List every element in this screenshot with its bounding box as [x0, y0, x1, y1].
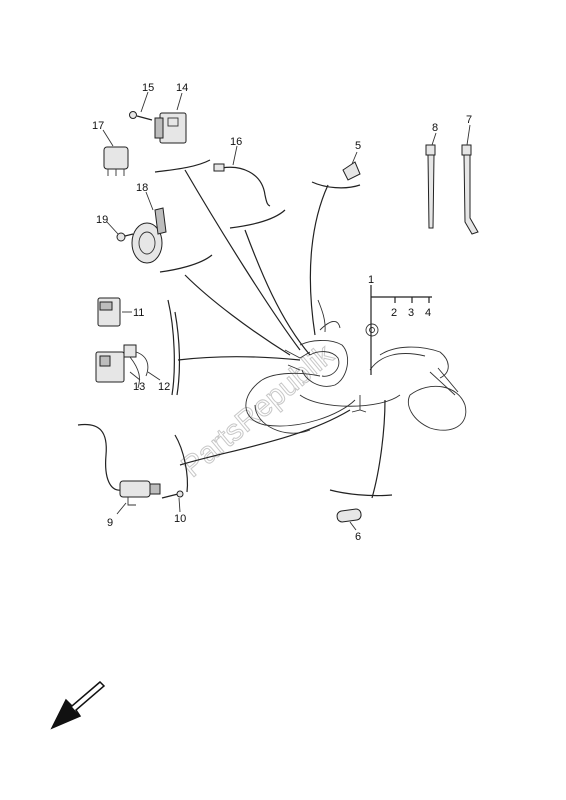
part-16-lead-wire	[213, 163, 271, 207]
part-7-cable-tie	[461, 144, 479, 235]
part-6-cap	[336, 508, 362, 523]
part-8-cable-tie	[425, 144, 436, 229]
callout-8: 8	[432, 122, 438, 134]
svg-text:PartsRepublik: PartsRepublik	[175, 338, 340, 484]
part-5-connector	[342, 161, 361, 181]
arrow-down-left-icon	[50, 680, 106, 730]
part-13-relay-assembly	[95, 344, 149, 389]
callout-2: 2	[391, 307, 397, 319]
callout-17: 17	[92, 120, 104, 132]
callout-15: 15	[142, 82, 154, 94]
callout-10: 10	[174, 513, 186, 525]
callout-4: 4	[425, 307, 431, 319]
callout-7: 7	[466, 114, 472, 126]
harness-lines	[167, 169, 386, 499]
callout-13: 13	[133, 381, 145, 393]
callout-19: 19	[96, 214, 108, 226]
motorcycle-outline	[245, 299, 467, 434]
callout-5: 5	[355, 140, 361, 152]
callout-11: 11	[133, 307, 144, 319]
callout-14: 14	[176, 82, 188, 94]
callout-9: 9	[107, 517, 113, 529]
group-brackets	[154, 159, 393, 497]
callout-labels: 1 2 3 4 5 6 7 8 9 10 11 12 13 14 15 16 1…	[92, 82, 472, 543]
callout-18: 18	[136, 182, 148, 194]
callout-6: 6	[355, 531, 361, 543]
part-14-relay	[154, 112, 187, 144]
part-18-horn	[131, 207, 167, 264]
watermark: PartsRepublik	[175, 337, 341, 484]
callout-3: 3	[408, 307, 414, 319]
part-17-relay	[103, 146, 129, 176]
callout-1: 1	[368, 274, 374, 286]
part-1-harness-bracket	[370, 285, 432, 375]
part-19-bolt	[116, 232, 134, 242]
part-10-bolt	[161, 490, 184, 499]
part-11-relay	[97, 297, 121, 327]
leader-lines	[102, 91, 471, 531]
callout-12: 12	[158, 381, 170, 393]
part-9-sensor	[77, 423, 161, 506]
part-15-screw	[129, 111, 153, 121]
callout-16: 16	[230, 136, 242, 148]
